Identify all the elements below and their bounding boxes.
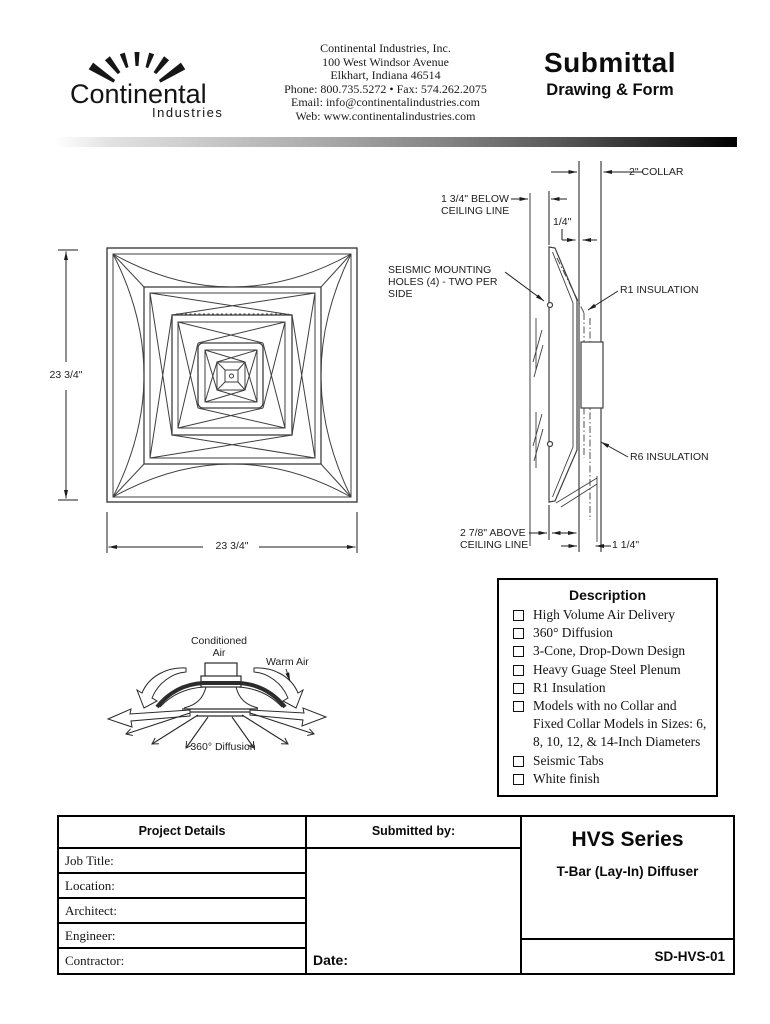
quarter-inch-label: 1/4"	[553, 216, 572, 228]
row-divider	[59, 897, 305, 899]
column-divider	[305, 817, 307, 973]
description-item-text: High Volume Air Delivery	[533, 607, 675, 622]
diffuser-face-linework	[106, 247, 358, 503]
front-view-drawing	[58, 247, 358, 553]
description-item-text: 360° Diffusion	[533, 625, 613, 641]
airflow-diagram	[106, 662, 328, 749]
checkbox-icon[interactable]	[513, 773, 524, 785]
description-item-text: 3-Cone, Drop-Down Design	[533, 643, 686, 659]
gradient-divider-bar	[55, 137, 737, 147]
checkbox-icon[interactable]	[513, 628, 524, 640]
checkbox-icon[interactable]	[513, 610, 524, 621]
list-item: Seismic Tabs	[511, 752, 710, 770]
front-height-dimension-label: 23 3/4"	[49, 369, 83, 381]
seismic-line2: HOLES (4) - TWO PER	[388, 276, 498, 288]
list-item: 3-Cone, Drop-Down Design	[511, 642, 710, 660]
company-street: 100 West Windsor Avenue	[322, 54, 449, 69]
conditioned-air-line1: Conditioned	[190, 635, 248, 647]
description-box: Description High Volume Air Delivery 360…	[497, 578, 718, 797]
conditioned-air-line2: Air	[212, 647, 226, 659]
list-item: White finish	[511, 770, 710, 788]
list-item: Models with no Collar and Fixed Collar M…	[511, 697, 710, 752]
side-view-drawing	[504, 161, 643, 552]
seismic-line3: SIDE	[388, 288, 413, 300]
project-details-header: Project Details	[138, 824, 226, 838]
company-address-block: Continental Industries, Inc. 100 West Wi…	[278, 41, 493, 124]
logo-sub-text: Industries	[152, 105, 224, 120]
company-web: Web: www.continentalindustries.com	[295, 108, 476, 123]
architect-field[interactable]: Architect:	[65, 903, 117, 918]
seismic-line1: SEISMIC MOUNTING	[388, 264, 492, 276]
checkbox-icon[interactable]	[513, 664, 524, 676]
description-title: Description	[568, 587, 646, 603]
side-view-linework	[529, 161, 604, 552]
list-item: 360° Diffusion	[511, 624, 710, 642]
checkbox-icon[interactable]	[513, 755, 524, 767]
list-item: Heavy Guage Steel Plenum	[511, 661, 710, 679]
column-divider	[520, 817, 522, 973]
row-divider	[59, 922, 305, 924]
front-width-dimension-label: 23 3/4"	[215, 540, 249, 552]
description-item-text: Heavy Guage Steel Plenum	[533, 661, 681, 677]
airflow-linework	[106, 662, 328, 749]
warm-air-label: Warm Air	[266, 656, 309, 668]
document-title: Submittal	[543, 47, 677, 78]
description-item-text: White finish	[533, 770, 600, 786]
continental-logo-arc-icon	[88, 52, 186, 83]
company-email: Email: info@continentalindustries.com	[290, 95, 480, 110]
row-divider	[59, 872, 305, 874]
seismic-holes-label: SEISMIC MOUNTING HOLES (4) - TWO PER SID…	[388, 264, 498, 300]
list-item: High Volume Air Delivery	[511, 606, 710, 624]
row-divider	[59, 947, 305, 949]
job-title-field[interactable]: Job Title:	[65, 853, 114, 868]
list-item: R1 Insulation	[511, 679, 710, 697]
above-ceiling-line2: CEILING LINE	[460, 539, 529, 551]
date-field[interactable]: Date:	[313, 952, 349, 968]
company-city: Elkhart, Indiana 46514	[330, 68, 441, 83]
document-subtitle: Drawing & Form	[546, 81, 674, 99]
location-field[interactable]: Location:	[65, 878, 115, 893]
r6-insulation-label: R6 INSULATION	[630, 451, 709, 463]
checkbox-icon[interactable]	[513, 682, 524, 694]
front-view-dimensions	[58, 249, 358, 553]
series-cell-divider	[522, 938, 733, 940]
description-item-text: Models with no Collar and Fixed Collar M…	[533, 698, 707, 750]
project-form-table: Project Details Submitted by: Job Title:…	[57, 815, 735, 975]
description-list: High Volume Air Delivery 360° Diffusion …	[499, 606, 716, 788]
logo-brand-text: Continental	[70, 79, 207, 109]
description-item-text: Seismic Tabs	[533, 752, 604, 768]
diffusion-label: 360° Diffusion	[190, 741, 256, 753]
document-number: SD-HVS-01	[654, 949, 725, 964]
series-subtitle: T-Bar (Lay-In) Diffuser	[556, 864, 699, 879]
side-view-dimensions	[504, 170, 643, 548]
conditioned-air-label: Conditioned Air	[186, 635, 252, 659]
above-ceiling-line1: 2 7/8" ABOVE	[460, 527, 526, 539]
r1-insulation-label: R1 INSULATION	[620, 284, 699, 296]
description-item-text: R1 Insulation	[533, 679, 606, 695]
company-name: Continental Industries, Inc.	[320, 41, 451, 55]
below-ceiling-line1: 1 3/4" BELOW	[441, 193, 509, 205]
above-ceiling-label: 2 7/8" ABOVE CEILING LINE	[460, 527, 528, 551]
contractor-field[interactable]: Contractor:	[65, 953, 125, 968]
collar-dimension-label: 2" COLLAR	[629, 166, 684, 178]
header-underline	[59, 847, 522, 849]
submitted-by-header: Submitted by:	[371, 824, 456, 838]
checkbox-icon[interactable]	[513, 701, 524, 713]
one-quarter-inch-label: 1 1/4"	[612, 539, 640, 551]
below-ceiling-label: 1 3/4" BELOW CEILING LINE	[441, 193, 509, 217]
below-ceiling-line2: CEILING LINE	[441, 205, 510, 217]
checkbox-icon[interactable]	[513, 646, 524, 658]
series-title: HVS Series	[571, 828, 684, 851]
engineer-field[interactable]: Engineer:	[65, 928, 116, 943]
company-phone-fax: Phone: 800.735.5272 • Fax: 574.262.2075	[284, 81, 487, 96]
